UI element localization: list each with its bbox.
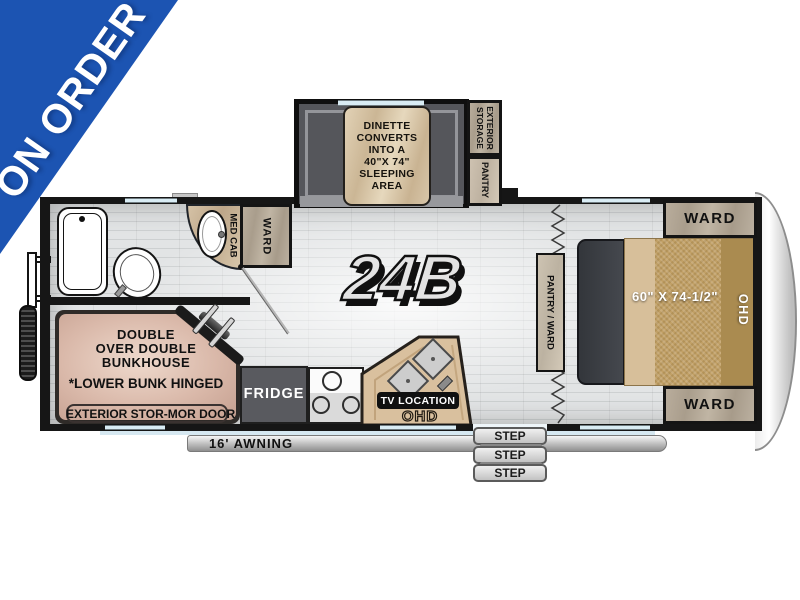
stor-mor-door-label: EXTERIOR STOR-MOR DOOR	[66, 407, 236, 421]
ward-top-label: WARD	[684, 210, 736, 227]
entry-step: STEP	[473, 464, 547, 482]
bath-door-hinge-icon	[238, 264, 244, 270]
wall-top-step	[500, 188, 518, 204]
bunkhouse-title: DOUBLE OVER DOUBLE BUNKHOUSE	[60, 328, 232, 370]
dinette-table: DINETTE CONVERTS INTO A 40"X 74" SLEEPIN…	[343, 106, 431, 206]
window	[125, 198, 177, 203]
window	[105, 425, 165, 430]
bunkhouse-title-line: BUNKHOUSE	[101, 355, 191, 370]
entry-step: STEP	[473, 427, 547, 445]
dinette-note-line: AREA	[371, 180, 403, 192]
bed-quilt-band	[655, 239, 721, 385]
burner-icon	[312, 396, 330, 414]
bunkhouse-title-line: DOUBLE	[117, 327, 175, 342]
tub-drain-icon	[79, 216, 85, 222]
sink-drain-icon	[431, 357, 435, 361]
bunkhouse-title-line: OVER DOUBLE	[95, 341, 197, 356]
bath-ward-label: WARD	[260, 217, 273, 256]
bathtub-inner	[63, 213, 102, 290]
bunkhouse-note: *LOWER BUNK HINGED	[68, 376, 224, 391]
window	[582, 198, 650, 203]
awning-bar	[187, 435, 667, 452]
pantry-cabinet-top	[467, 156, 502, 206]
kitchen-ohd-label: OHD	[401, 407, 439, 425]
model-logo: 24B	[339, 241, 466, 316]
dinette-note-line: INTO A	[368, 144, 406, 156]
pantry-top-label: PANTRY	[480, 162, 490, 198]
dinette-note-line: CONVERTS	[356, 132, 418, 144]
bath-ward-cabinet	[240, 204, 292, 268]
spare-tire-icon	[19, 305, 37, 381]
tv-location-label: TV LOCATION	[380, 395, 456, 407]
pantry-ward-cabinet	[536, 253, 565, 372]
window	[338, 100, 424, 106]
bed-foot-band	[721, 239, 757, 385]
ward-bottom-label: WARD	[684, 396, 736, 413]
wall-right	[753, 197, 762, 431]
ward-cabinet-top	[663, 200, 757, 238]
burner-icon	[322, 371, 342, 391]
ward-cabinet-bottom	[663, 386, 757, 424]
awning-rail	[100, 431, 655, 435]
awning-label: 16' AWNING	[208, 436, 294, 451]
burner-icon	[342, 396, 360, 414]
bed-ohd-label: OHD	[736, 293, 750, 327]
faucet-icon	[218, 231, 225, 238]
bed-headboard	[577, 239, 625, 385]
wall-left	[40, 197, 50, 431]
fridge	[240, 366, 308, 424]
pantry-ward-label: PANTRY / WARD	[544, 275, 556, 350]
dinette-note-line: DINETTE	[363, 120, 411, 132]
sink-drain-icon	[406, 379, 410, 383]
window	[580, 425, 650, 430]
fridge-label: FRIDGE	[243, 386, 305, 402]
bed-pillow-band	[625, 239, 655, 385]
exterior-storage-cabinet	[467, 100, 502, 156]
wall-bathroom	[50, 297, 250, 305]
exterior-storage-label: EXTERIOR STORAGE	[475, 106, 495, 150]
med-cab-label: MED CAB	[227, 213, 239, 258]
stor-mor-door-pill	[66, 404, 228, 423]
window	[380, 425, 456, 430]
dinette-note-line: SLEEPING	[359, 168, 415, 180]
bed-size-label: 60" X 74-1/2"	[631, 289, 719, 304]
dinette-note-line: 40"X 74"	[364, 156, 410, 168]
